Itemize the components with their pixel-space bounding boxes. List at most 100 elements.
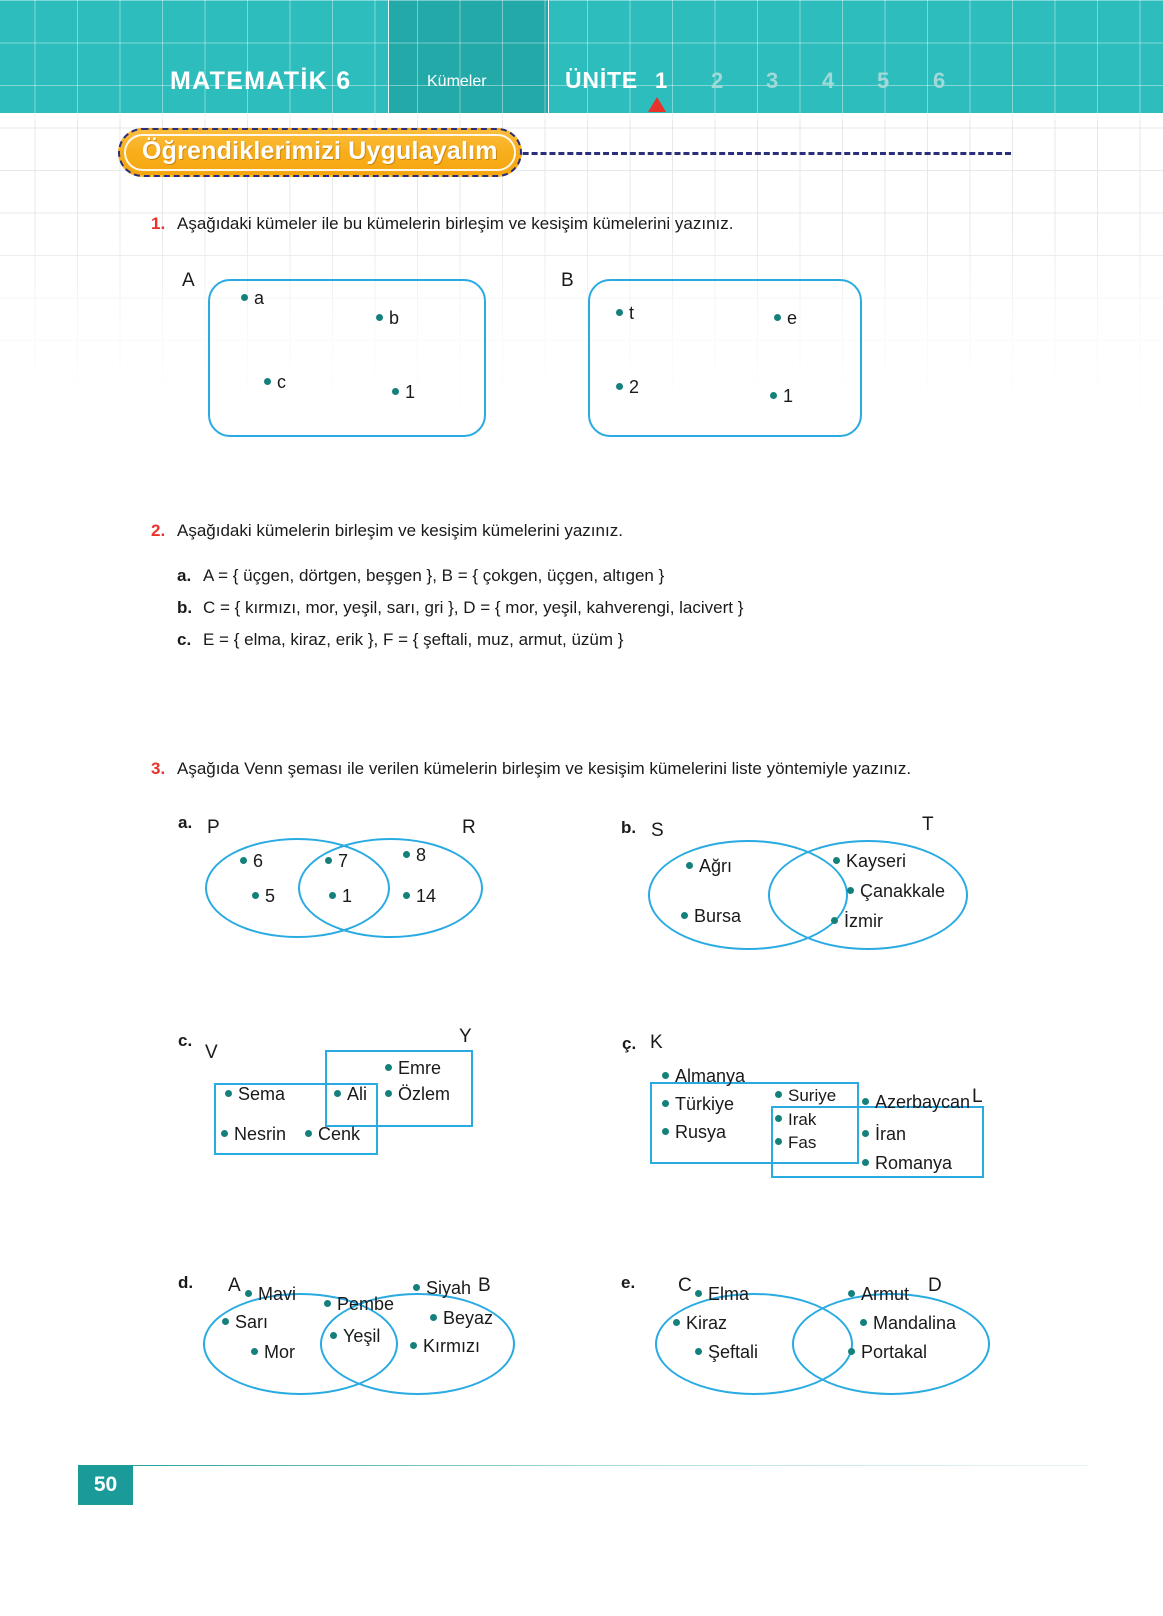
element-label: 2 <box>629 377 640 397</box>
element-label: Rusya <box>675 1122 727 1142</box>
q3d-left-element: Mavi <box>245 1284 296 1305</box>
question-2-item-c-text: E = { elma, kiraz, erik }, F = { şeftali… <box>203 630 624 649</box>
element-label: Elma <box>708 1284 750 1304</box>
question-3-number: 3. <box>151 759 166 778</box>
bullet-dot-icon <box>329 891 336 899</box>
q3c2-right-element: Azerbaycan <box>862 1092 970 1113</box>
q3d-left-set-label: A <box>228 1275 241 1296</box>
q3c-right-rect <box>325 1050 473 1127</box>
q3c2-right-element: İran <box>862 1124 906 1145</box>
bullet-dot-icon <box>413 1283 420 1291</box>
element-label: 14 <box>416 886 437 906</box>
q3e-right-element: Portakal <box>848 1342 927 1363</box>
q3a-right-ellipse <box>298 838 483 938</box>
element-label: b <box>389 308 400 328</box>
q3b-right-element: İzmir <box>831 911 883 932</box>
q1-set-a-element: 1 <box>392 382 415 403</box>
q1-set-b-element: 2 <box>616 377 639 398</box>
unit-number-4[interactable]: 4 <box>822 68 835 93</box>
element-label: Yeşil <box>343 1326 381 1346</box>
bullet-dot-icon <box>775 1115 782 1123</box>
element-label: Nesrin <box>234 1124 287 1144</box>
element-label: Azerbaycan <box>875 1092 971 1112</box>
q3b-right-ellipse <box>768 840 968 950</box>
q3e-right-set-label: D <box>928 1275 942 1296</box>
question-2-number: 2. <box>151 521 166 540</box>
q3c2-label: ç. <box>622 1034 637 1053</box>
q3c-left-element: Nesrin <box>221 1124 286 1145</box>
question-2-text: Aşağıdaki kümelerin birleşim ve kesişim … <box>177 521 623 540</box>
unit-number-6[interactable]: 6 <box>933 68 946 93</box>
bullet-dot-icon <box>330 1331 337 1339</box>
question-2-item-a-text: A = { üçgen, dörtgen, beşgen }, B = { ço… <box>203 566 665 585</box>
q3d-right-element: Beyaz <box>430 1308 493 1329</box>
q3c-right-set-label: Y <box>459 1026 472 1047</box>
element-label: Portakal <box>861 1342 928 1362</box>
q3b-left-element: Bursa <box>681 906 741 927</box>
element-label: Siyah <box>426 1278 472 1298</box>
element-label: Kiraz <box>686 1313 728 1333</box>
unit-number-1[interactable]: 1 <box>655 68 668 93</box>
unit-number-5[interactable]: 5 <box>877 68 890 93</box>
element-label: Şeftali <box>708 1342 759 1362</box>
q1-set-b-box <box>588 279 862 437</box>
element-label: Sema <box>238 1084 286 1104</box>
bullet-dot-icon <box>775 1091 782 1099</box>
question-2-item-a-label: a. <box>177 566 192 585</box>
element-label: Mavi <box>258 1284 297 1304</box>
q3a-left-element: 5 <box>252 886 275 907</box>
element-label: Özlem <box>398 1084 451 1104</box>
q3a-intersection-element: 7 <box>325 851 348 872</box>
bullet-dot-icon <box>385 1089 392 1097</box>
bullet-dot-icon <box>775 1138 782 1146</box>
element-label: Fas <box>788 1133 817 1152</box>
bullet-dot-icon <box>662 1127 669 1135</box>
bullet-dot-icon <box>662 1071 669 1079</box>
q1-set-a-element: b <box>376 308 399 329</box>
section-badge-label: Öğrendiklerimizi Uygulayalım <box>118 128 522 177</box>
q3c-left-rect <box>214 1083 378 1155</box>
q3d-intersection-element: Yeşil <box>330 1326 380 1347</box>
q3a-intersection-element: 1 <box>329 886 352 907</box>
q3a-right-element: 14 <box>403 886 436 907</box>
bullet-dot-icon <box>240 856 247 864</box>
question-2-item-b-text: C = { kırmızı, mor, yeşil, sarı, gri }, … <box>203 598 744 617</box>
element-label: Suriye <box>788 1086 837 1105</box>
element-label: 6 <box>253 851 264 871</box>
bullet-dot-icon <box>695 1347 702 1355</box>
bullet-dot-icon <box>392 387 399 395</box>
element-label: 1 <box>405 382 416 402</box>
question-3-text: Aşağıda Venn şeması ile verilen kümeleri… <box>177 759 912 778</box>
q3d-right-set-label: B <box>478 1275 491 1296</box>
q3d-left-element: Sarı <box>222 1312 268 1333</box>
q3b-left-set-label: S <box>651 820 664 841</box>
q3c2-right-rect <box>771 1106 984 1178</box>
section-badge-ring <box>124 134 516 171</box>
q3c-intersection-element: Ali <box>334 1084 367 1105</box>
q1-set-a-element: a <box>241 288 264 309</box>
bullet-dot-icon <box>325 856 332 864</box>
q3b-right-set-label: T <box>922 814 934 835</box>
q3d-right-element: Siyah <box>413 1278 471 1299</box>
bullet-dot-icon <box>860 1318 867 1326</box>
q1-set-b-element: e <box>774 308 797 329</box>
q1-set-a-label: A <box>182 270 195 291</box>
bullet-dot-icon <box>385 1063 392 1071</box>
question-1-number: 1. <box>151 214 166 233</box>
q3c-left-set-label: V <box>205 1042 218 1063</box>
q3a-right-set-label: R <box>462 817 476 838</box>
element-label: 8 <box>416 845 427 865</box>
q3b-left-element: Ağrı <box>686 856 732 877</box>
q3c2-right-set-label: L <box>972 1086 983 1107</box>
bullet-dot-icon <box>862 1097 869 1105</box>
q3b-right-element: Çanakkale <box>847 881 945 902</box>
bullet-dot-icon <box>833 856 840 864</box>
element-label: e <box>787 308 798 328</box>
element-label: Sarı <box>235 1312 269 1332</box>
bullet-dot-icon <box>222 1317 229 1325</box>
unit-number-3[interactable]: 3 <box>766 68 779 93</box>
q3c2-left-element: Almanya <box>662 1066 745 1087</box>
unit-number-2[interactable]: 2 <box>711 68 724 93</box>
q3d-label: d. <box>178 1273 194 1292</box>
